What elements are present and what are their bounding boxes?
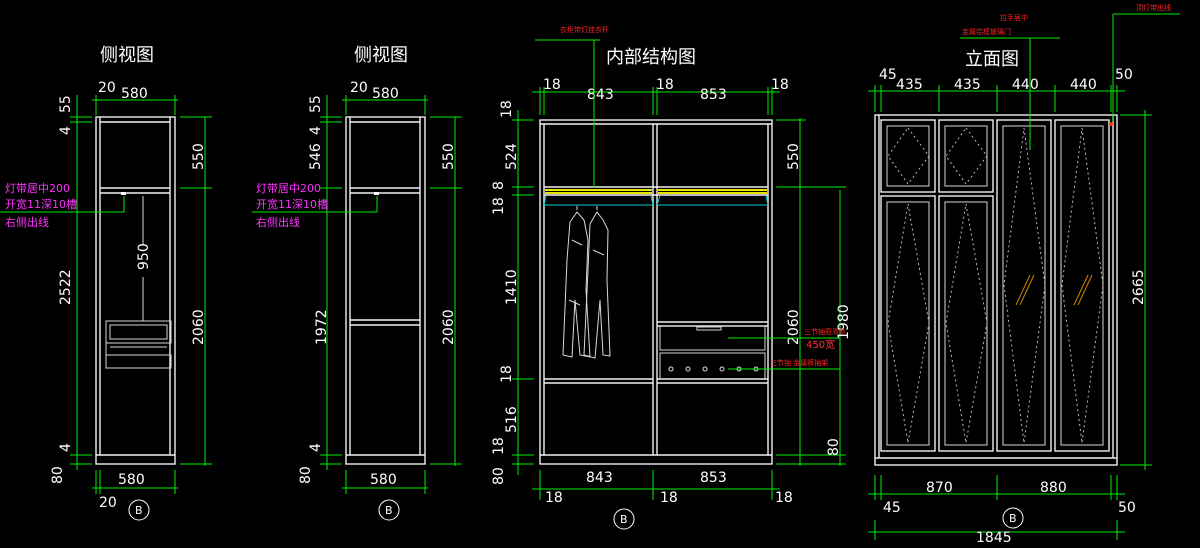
note-light-strip: 灯带居中200: [256, 182, 321, 195]
section-mark-b: B: [385, 504, 393, 517]
dim-bottom-45: 45: [883, 500, 901, 516]
dim-right-550: 550: [191, 143, 207, 170]
dim-left-4b: 4: [308, 443, 324, 452]
dim-left-8: 8: [491, 181, 507, 190]
dim-top-20: 20: [350, 80, 368, 96]
note-handle-centered: 拉手居中: [1000, 13, 1028, 22]
note-hanging-rail-light: 衣柜带灯挂衣杆: [560, 25, 609, 34]
title-side-view-1: 侧视图: [100, 45, 154, 66]
note-groove: 开宽11深10槽: [5, 197, 77, 211]
side-view-2: 20 580 580 55 4 546 1972 4 80 550 2060 灯…: [252, 80, 462, 521]
dim-total-1845: 1845: [976, 530, 1012, 546]
dim-right-550: 550: [786, 143, 802, 170]
dim-left-1972: 1972: [314, 309, 330, 345]
dim-left-18d: 18: [491, 437, 507, 455]
inner-dim-950: 950: [136, 243, 152, 270]
dim-left-18b: 18: [491, 197, 507, 215]
section-mark-b: B: [620, 513, 628, 526]
note-drawer-width: 450宽: [806, 338, 835, 351]
dim-right-550: 550: [441, 143, 457, 170]
dim-top-435b: 435: [954, 77, 981, 93]
dim-right-2060: 2060: [441, 309, 457, 345]
dim-top-435a: 435: [896, 77, 923, 93]
dim-top-20: 20: [98, 80, 116, 96]
dim-right-2665: 2665: [1131, 269, 1147, 305]
dim-top-843: 843: [587, 87, 614, 103]
dim-left-4b: 4: [58, 443, 74, 452]
dim-left-18a: 18: [499, 100, 515, 118]
dim-top-580: 580: [372, 86, 399, 102]
dim-bottom-18a: 18: [545, 490, 563, 506]
dim-top-440a: 440: [1012, 77, 1039, 93]
note-light-strip: 灯带居中200: [5, 182, 70, 195]
dim-right-1980: 1980: [836, 304, 852, 340]
dim-right-2060: 2060: [786, 309, 802, 345]
internal-structure-view: 18 843 18 853 18 843 853 18 18 18 18 524…: [491, 25, 852, 530]
side-view-1: 950 20 580 580 20 55 4 2522 4 80 550 206…: [0, 80, 212, 521]
dim-left-80: 80: [50, 466, 66, 484]
dim-bottom-880: 880: [1040, 480, 1067, 496]
note-aluminum-glass-door: 金属铝框玻璃门: [962, 27, 1011, 36]
dim-left-55: 55: [58, 95, 74, 113]
dim-left-2522: 2522: [58, 269, 74, 305]
title-internal-structure: 内部结构图: [606, 47, 696, 68]
dim-left-55: 55: [308, 95, 324, 113]
dim-right-80: 80: [826, 438, 842, 456]
note-pants-rack: 三节抽 金属裤抽架: [770, 358, 828, 367]
dim-left-18c: 18: [499, 365, 515, 383]
note-groove: 开宽11深10槽: [256, 197, 328, 211]
dim-left-524: 524: [504, 143, 520, 170]
dim-bottom-20: 20: [99, 495, 117, 511]
dim-left-80: 80: [491, 467, 507, 485]
dim-top-440b: 440: [1070, 77, 1097, 93]
note-wire-out: 右侧出线: [5, 215, 49, 229]
dim-bottom-870: 870: [926, 480, 953, 496]
section-mark-b: B: [135, 504, 143, 517]
dim-top-18c: 18: [771, 77, 789, 93]
dim-top-18b: 18: [656, 77, 674, 93]
dim-left-1410: 1410: [504, 269, 520, 305]
note-top-light-outlet: 顶灯带出线: [1136, 3, 1171, 12]
dim-left-80: 80: [298, 466, 314, 484]
dim-left-516: 516: [504, 406, 520, 433]
dim-left-4a: 4: [308, 126, 324, 135]
dim-bottom-50: 50: [1118, 500, 1136, 516]
note-wire-out: 右侧出线: [256, 215, 300, 229]
dim-top-18a: 18: [543, 77, 561, 93]
title-elevation: 立面图: [965, 49, 1019, 70]
dim-bottom-853: 853: [700, 470, 727, 486]
dim-bottom-18c: 18: [775, 490, 793, 506]
dim-left-4a: 4: [58, 126, 74, 135]
dim-bottom-18b: 18: [660, 490, 678, 506]
title-side-view-2: 侧视图: [354, 45, 408, 66]
dim-top-853: 853: [700, 87, 727, 103]
dim-top-50: 50: [1115, 67, 1133, 83]
dim-top-45: 45: [879, 67, 897, 83]
hanging-clothes-icon: [562, 206, 611, 359]
elevation-view: 45 435 435 440 440 50 45 870 880 50 1845…: [868, 3, 1180, 546]
note-drawer-slide: 三节抽屉滑轨: [804, 327, 846, 336]
dim-bottom-843: 843: [586, 470, 613, 486]
dim-bottom-580: 580: [370, 472, 397, 488]
dim-right-2060: 2060: [191, 309, 207, 345]
dim-top-580: 580: [121, 86, 148, 102]
dim-left-546: 546: [308, 143, 324, 170]
section-mark-b: B: [1009, 512, 1017, 525]
dim-bottom-580: 580: [118, 472, 145, 488]
